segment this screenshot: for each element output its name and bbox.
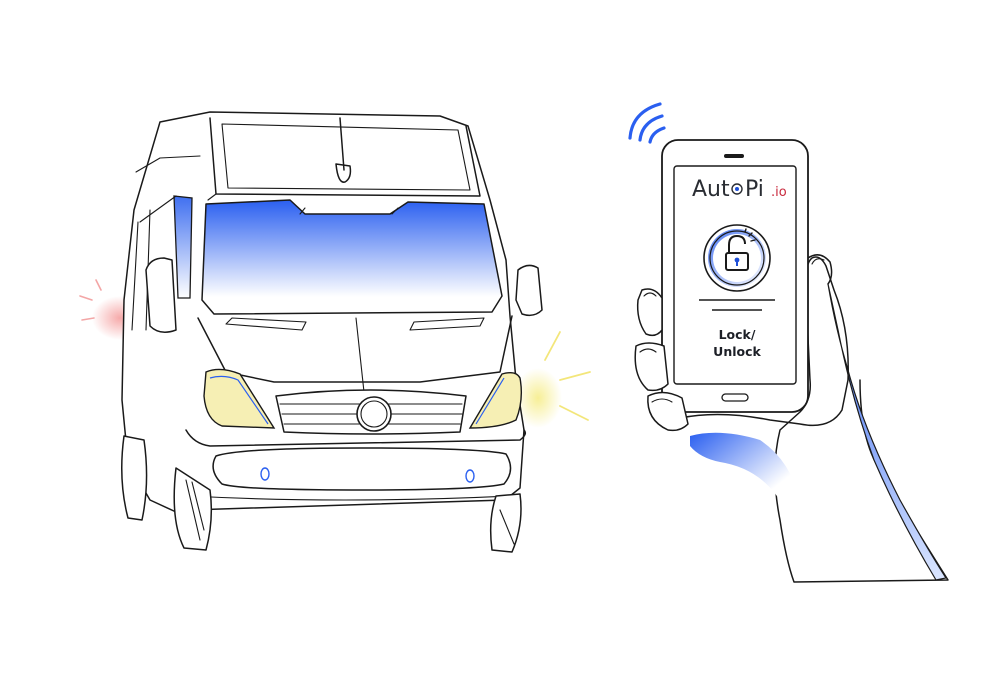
logo-text-pi: Pi	[745, 177, 764, 202]
padlock-icon	[725, 228, 756, 271]
windshield	[201, 199, 503, 315]
lock-unlock-button[interactable]	[703, 224, 771, 292]
right-light-glow	[514, 368, 562, 428]
hand	[679, 254, 949, 583]
right-headlight	[468, 371, 523, 429]
wireless-signal-icon	[628, 102, 666, 144]
red-flash-rays-icon	[79, 279, 102, 321]
speaker-slot	[724, 154, 744, 158]
lock-label-line2[interactable]: Unlock	[713, 344, 761, 359]
van	[79, 111, 591, 553]
autopi-logo: Aut Pi .io	[692, 177, 787, 202]
logo-text-aut: Aut	[692, 177, 730, 202]
smartphone: Aut Pi .io	[661, 139, 809, 413]
lock-label-line1[interactable]: Lock/	[719, 327, 756, 342]
left-headlight	[203, 368, 276, 429]
hand-fingers	[634, 288, 689, 432]
home-button[interactable]	[721, 393, 749, 402]
logo-text-io: .io	[771, 185, 787, 200]
